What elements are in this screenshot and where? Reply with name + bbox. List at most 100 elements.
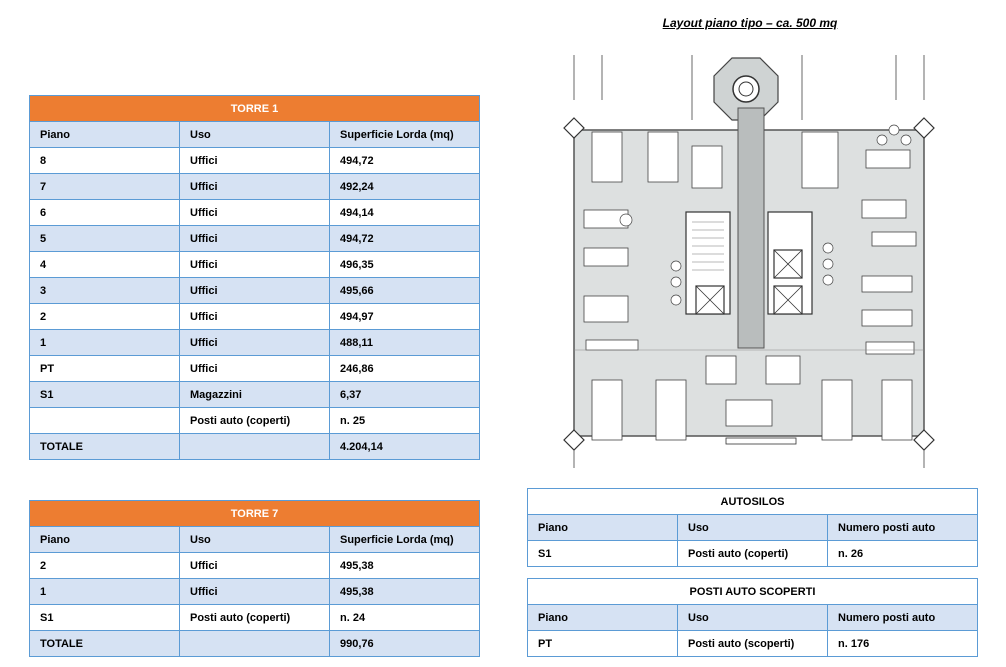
autosilos-table: AUTOSILOS Piano Uso Numero posti auto S1…: [527, 488, 978, 567]
cell: 2: [29, 552, 180, 579]
cell: Magazzini: [179, 381, 330, 408]
cell: 494,97: [329, 303, 480, 330]
cell: Uffici: [179, 329, 330, 356]
cell: 2: [29, 303, 180, 330]
cell: PT: [29, 355, 180, 382]
floor-plan-image: [563, 55, 935, 468]
column-header: Numero posti auto: [827, 604, 978, 631]
cell: 1: [29, 329, 180, 356]
cell: [179, 433, 330, 460]
torre1-title: TORRE 1: [29, 95, 480, 122]
cell: Posti auto (coperti): [677, 540, 828, 567]
cell: 495,38: [329, 578, 480, 605]
grid-lines: [573, 55, 925, 468]
corner-markers: [563, 117, 935, 451]
cell: n. 24: [329, 604, 480, 631]
cell: 8: [29, 147, 180, 174]
total-row: TOTALE 990,76: [29, 630, 480, 657]
total-row: TOTALE 4.204,14: [29, 433, 480, 460]
cell: [29, 407, 180, 434]
central-corridor: [737, 107, 765, 349]
cell: 4.204,14: [329, 433, 480, 460]
column-header: Uso: [179, 121, 330, 148]
cell: 488,11: [329, 329, 480, 356]
column-header: Piano: [527, 604, 678, 631]
cell: 3: [29, 277, 180, 304]
cell: [179, 630, 330, 657]
cell: Uffici: [179, 251, 330, 278]
column-header: Piano: [29, 121, 180, 148]
column-header: Uso: [677, 514, 828, 541]
desk-blocks: [583, 131, 917, 441]
torre7-title: TORRE 7: [29, 500, 480, 527]
column-header: Uso: [677, 604, 828, 631]
layout-title: Layout piano tipo – ca. 500 mq: [662, 16, 838, 30]
cell: 990,76: [329, 630, 480, 657]
torre1-table: TORRE 1 Piano Uso Superficie Lorda (mq) …: [29, 95, 480, 460]
cell: 494,14: [329, 199, 480, 226]
torre7-table: TORRE 7 Piano Uso Superficie Lorda (mq) …: [29, 500, 480, 657]
cell: 5: [29, 225, 180, 252]
cell: 494,72: [329, 225, 480, 252]
table-header-row: Piano Uso Superficie Lorda (mq): [29, 121, 480, 148]
cell: 1: [29, 578, 180, 605]
cell: n. 25: [329, 407, 480, 434]
cell: 246,86: [329, 355, 480, 382]
cell: Uffici: [179, 277, 330, 304]
stair-hatch: [692, 221, 724, 271]
cell: Posti auto (coperti): [179, 407, 330, 434]
scoperti-title: POSTI AUTO SCOPERTI: [527, 578, 978, 605]
cell: 492,24: [329, 173, 480, 200]
cell: S1: [527, 540, 678, 567]
cell: Posti auto (scoperti): [677, 630, 828, 657]
cell: Uffici: [179, 199, 330, 226]
cell: Uffici: [179, 147, 330, 174]
column-header: Piano: [527, 514, 678, 541]
posti-auto-scoperti-table: POSTI AUTO SCOPERTI Piano Uso Numero pos…: [527, 578, 978, 657]
cell: TOTALE: [29, 630, 180, 657]
cell: 494,72: [329, 147, 480, 174]
cell: 496,35: [329, 251, 480, 278]
cell: Uffici: [179, 303, 330, 330]
cell: 495,66: [329, 277, 480, 304]
table-header-row: Piano Uso Numero posti auto: [527, 514, 978, 541]
column-header: Piano: [29, 526, 180, 553]
cell: 4: [29, 251, 180, 278]
table-header-row: Piano Uso Numero posti auto: [527, 604, 978, 631]
autosilos-title: AUTOSILOS: [527, 488, 978, 515]
cell: S1: [29, 604, 180, 631]
cell: Uffici: [179, 578, 330, 605]
chairs: [619, 124, 912, 306]
cell: TOTALE: [29, 433, 180, 460]
column-header: Numero posti auto: [827, 514, 978, 541]
column-header: Superficie Lorda (mq): [329, 526, 480, 553]
cell: n. 26: [827, 540, 978, 567]
cell: n. 176: [827, 630, 978, 657]
cell: 6,37: [329, 381, 480, 408]
cell: Uffici: [179, 173, 330, 200]
column-header: Superficie Lorda (mq): [329, 121, 480, 148]
cell: Uffici: [179, 355, 330, 382]
elevator-cross: [695, 249, 803, 315]
cell: 495,38: [329, 552, 480, 579]
cell: PT: [527, 630, 678, 657]
table-header-row: Piano Uso Superficie Lorda (mq): [29, 526, 480, 553]
column-header: Uso: [179, 526, 330, 553]
cell: 6: [29, 199, 180, 226]
cell: Uffici: [179, 552, 330, 579]
